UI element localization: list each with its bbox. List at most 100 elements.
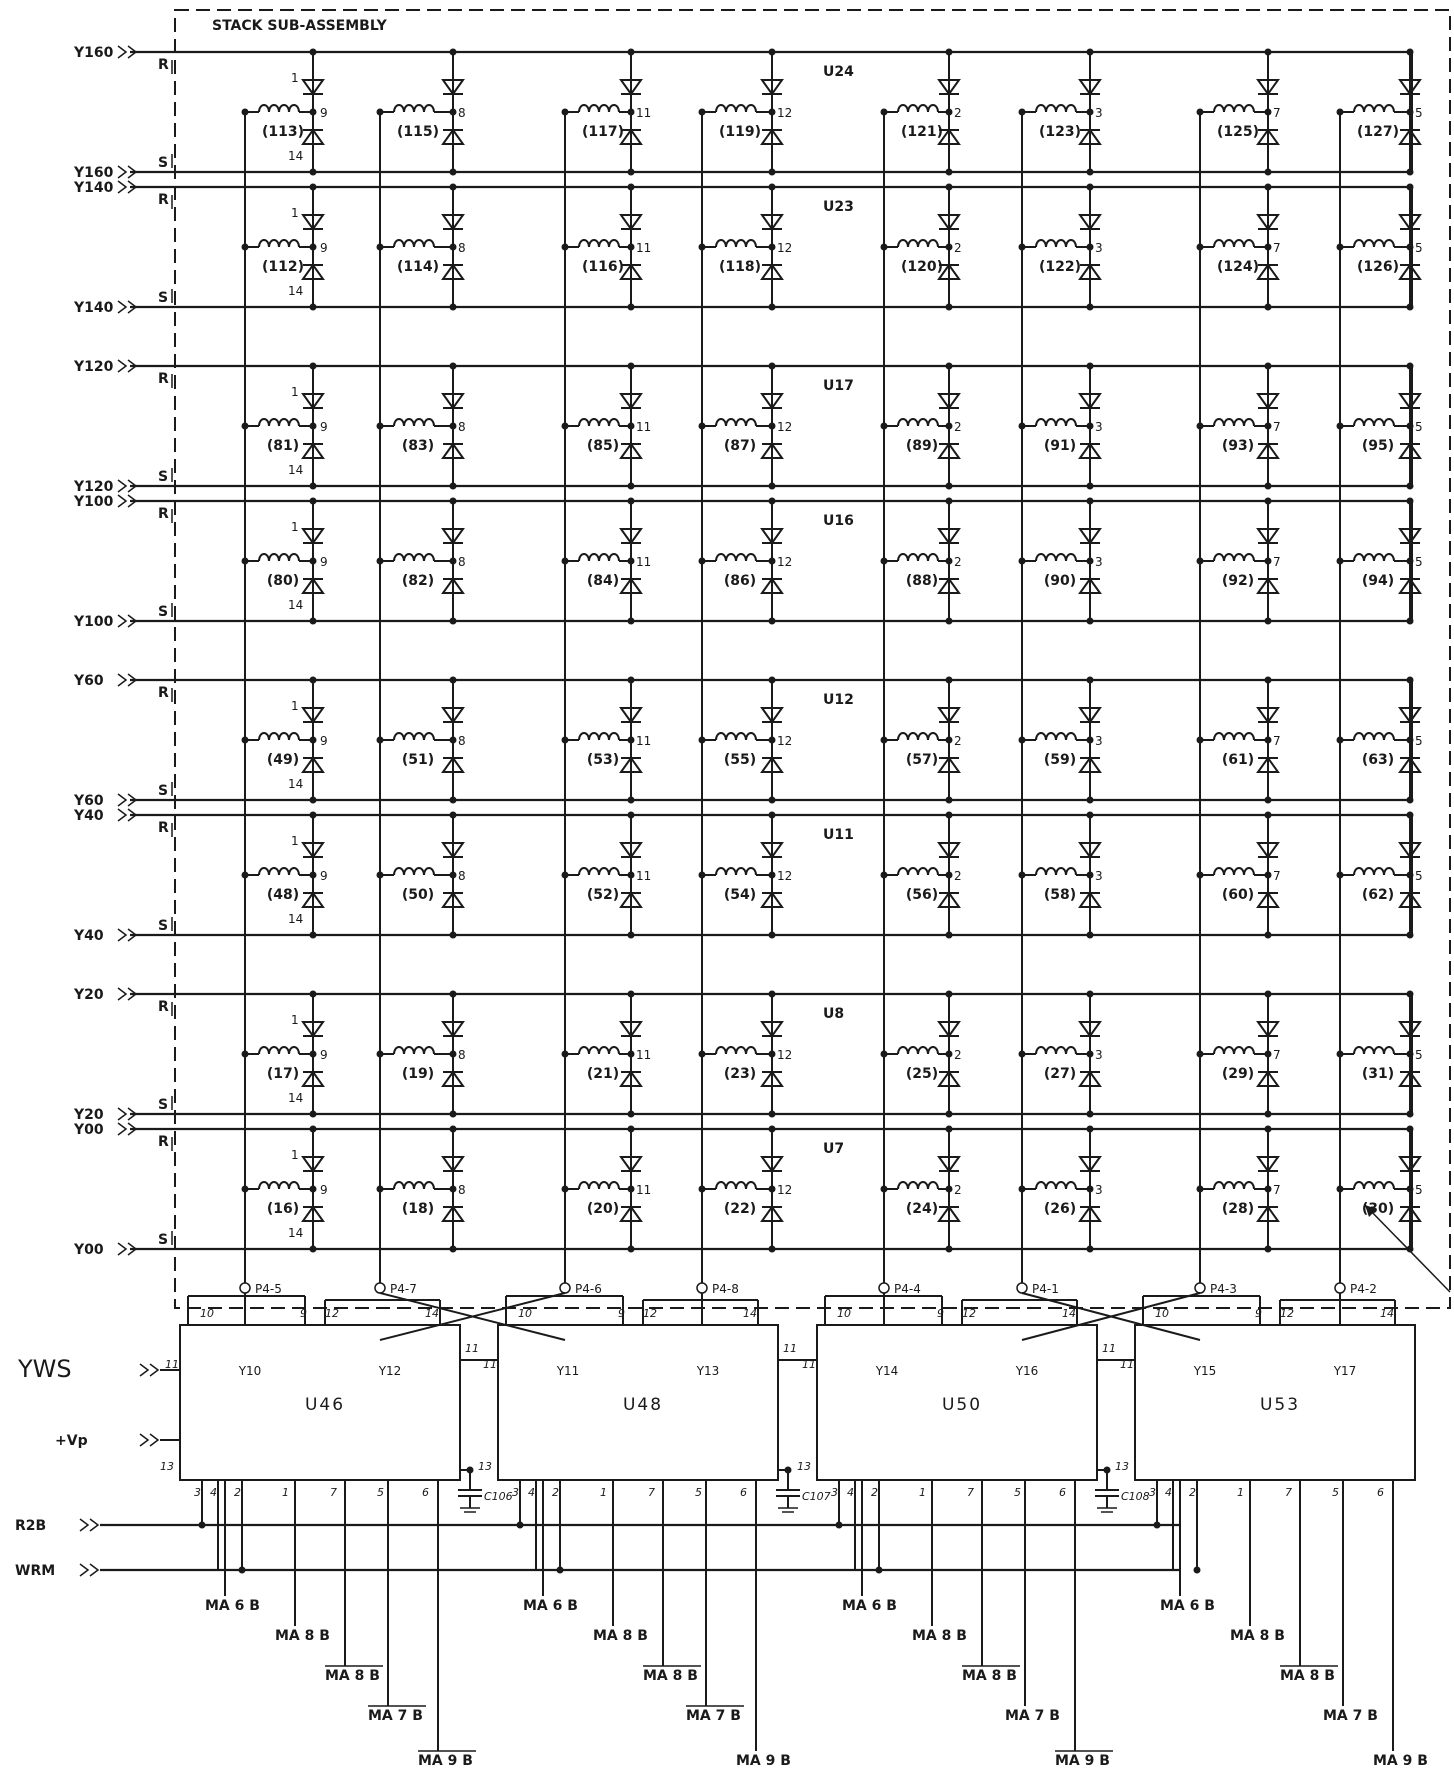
pin-label: 14	[288, 777, 303, 791]
connector-pin	[374, 1282, 386, 1294]
diode-triangle	[1078, 756, 1102, 773]
pin-label: 1	[291, 520, 299, 534]
diode-lower	[760, 752, 784, 776]
matrix-row-u12: Y60Y60RSU121914(49)(51)8(53)11(55)12(57)…	[73, 673, 1423, 809]
diode-lower	[1078, 1066, 1102, 1090]
core-coil	[258, 867, 300, 876]
input-arrow-s	[117, 793, 138, 807]
address-label: MA 7 B	[1323, 1708, 1378, 1724]
diode-lower	[1398, 438, 1422, 462]
diode-triangle	[1256, 442, 1280, 459]
core-coil	[897, 1181, 939, 1190]
diode-triangle	[1078, 1070, 1102, 1087]
diode-lower	[937, 259, 961, 283]
diode-triangle	[937, 214, 961, 231]
diode-cell: (121)2	[880, 48, 962, 176]
core-label: (87)	[724, 438, 756, 454]
rail-tag: S	[158, 604, 168, 620]
diode-cell: (54)12	[698, 811, 792, 939]
core-label: (59)	[1044, 752, 1076, 768]
core-label: (92)	[1222, 573, 1254, 589]
connector-label: P4-8	[712, 1282, 739, 1296]
rail-tag: R	[158, 685, 169, 701]
core-coil	[258, 239, 300, 248]
connector-pin	[878, 1282, 890, 1294]
connector-pin	[1334, 1282, 1346, 1294]
diode-upper	[760, 1018, 784, 1042]
chip-body	[497, 1324, 779, 1481]
core-label: (91)	[1044, 438, 1076, 454]
pin-number: 3	[831, 1486, 838, 1499]
core-label: (28)	[1222, 1201, 1254, 1217]
pin-label: 1	[291, 385, 299, 399]
pin-label: 12	[777, 106, 792, 120]
chip-name: U50	[942, 1395, 982, 1415]
core-label: (124)	[1217, 259, 1259, 275]
diode-cell: (92)7	[1196, 497, 1281, 625]
diode-cell: (88)2	[880, 497, 962, 625]
core-coil	[393, 1181, 435, 1190]
diode-triangle	[1078, 442, 1102, 459]
pin-number: 7	[648, 1486, 655, 1499]
diode-upper	[1398, 1018, 1422, 1042]
chip-name: U53	[1260, 1395, 1300, 1415]
array-chip-label: U17	[823, 378, 854, 394]
pin-label: 8	[458, 420, 466, 434]
diode-cell: (91)3	[1018, 362, 1103, 490]
diode-cell: (127)5	[1336, 48, 1423, 176]
diode-upper	[301, 704, 325, 728]
diode-lower	[301, 887, 325, 911]
core-coil	[393, 1046, 435, 1055]
core-coil	[1353, 732, 1395, 741]
diode-lower	[441, 1066, 465, 1090]
core-label: (117)	[582, 124, 624, 140]
pin-label: 5	[1415, 734, 1423, 748]
core-label: (22)	[724, 1201, 756, 1217]
pin-number: 12	[325, 1307, 339, 1320]
chip-output-label: Y13	[696, 1364, 720, 1378]
diode-upper	[301, 839, 325, 863]
core-label: (27)	[1044, 1066, 1076, 1082]
diode-upper	[619, 525, 643, 549]
address-label: MA 8 B	[962, 1668, 1017, 1684]
diode-cell: (93)7	[1196, 362, 1281, 490]
pin-label: 7	[1273, 1183, 1281, 1197]
diode-triangle	[441, 891, 465, 908]
diode-cell: (122)3	[1018, 183, 1103, 311]
matrix-row-u23: Y140Y140RSU231914(112)(114)8(116)11(118)…	[73, 180, 1423, 316]
pin-label: 12	[777, 869, 792, 883]
pin-number: 1	[1237, 1486, 1244, 1499]
diode-upper	[1078, 525, 1102, 549]
array-chip-label: U24	[823, 64, 854, 80]
core-label: (125)	[1217, 124, 1259, 140]
diode-triangle	[1256, 393, 1280, 410]
diode-cell: (116)11	[561, 183, 651, 311]
diode-cell: (113)	[241, 48, 325, 176]
core-label: (29)	[1222, 1066, 1254, 1082]
diode-cell: (85)11	[561, 362, 651, 490]
chip-output-label: Y15	[1193, 1364, 1217, 1378]
diode-lower	[301, 259, 325, 283]
diode-upper	[1398, 704, 1422, 728]
chip-name: U46	[305, 1395, 345, 1415]
pin-label: 5	[1415, 420, 1423, 434]
diode-triangle	[619, 891, 643, 908]
core-coil	[1353, 1046, 1395, 1055]
diode-triangle	[1078, 1205, 1102, 1222]
core-coil	[393, 418, 435, 427]
input-arrow	[139, 1433, 160, 1447]
diode-lower	[301, 1066, 325, 1090]
diode-upper	[760, 390, 784, 414]
diode-upper	[937, 525, 961, 549]
pin-label: 11	[636, 734, 651, 748]
diode-triangle	[1398, 442, 1422, 459]
diode-triangle	[1256, 1205, 1280, 1222]
array-chip-label: U7	[823, 1141, 844, 1157]
core-coil	[1213, 1046, 1255, 1055]
pin-number: 10	[837, 1307, 851, 1320]
diode-triangle	[441, 1156, 465, 1173]
diode-cell: (90)3	[1018, 497, 1103, 625]
core-label: (52)	[587, 887, 619, 903]
pin-label: 3	[1095, 106, 1103, 120]
